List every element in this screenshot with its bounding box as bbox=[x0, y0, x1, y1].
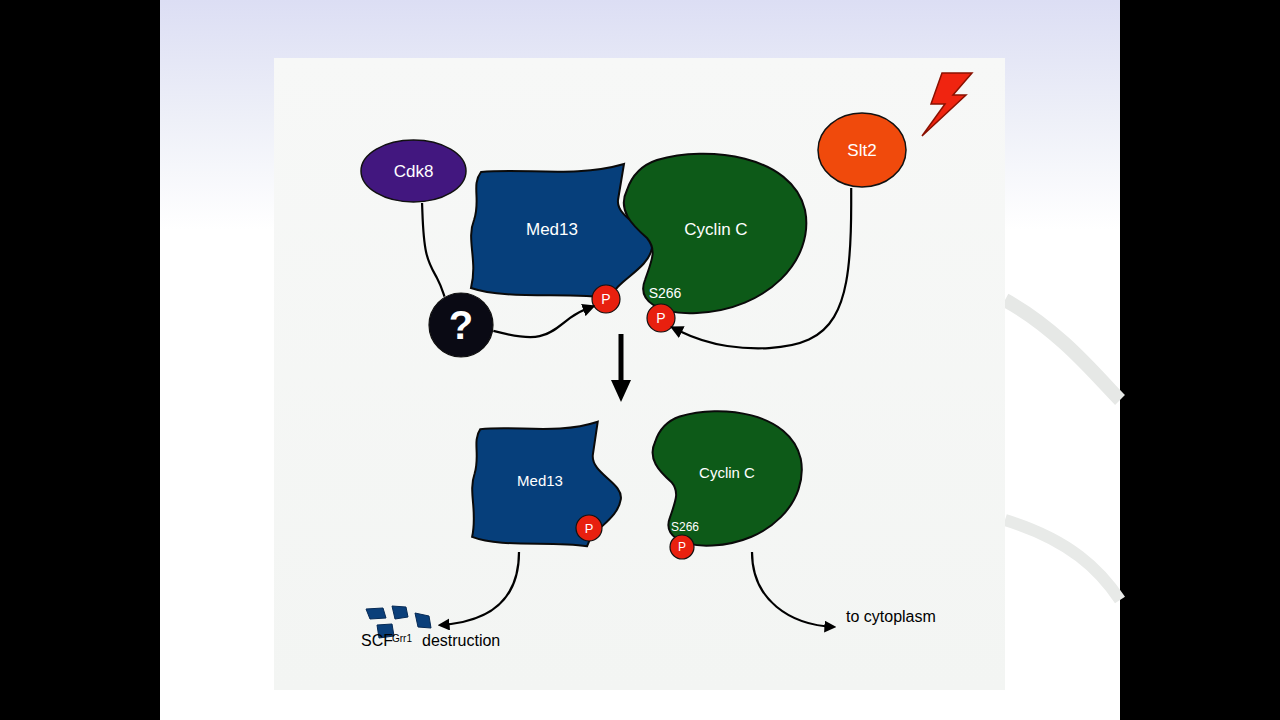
transition-arrow bbox=[619, 334, 624, 382]
protein-name: Cdk8 bbox=[360, 139, 467, 203]
kinase-ellipse: Cdk8 bbox=[360, 139, 467, 203]
protein-name: Cyclin C bbox=[677, 460, 777, 484]
phosphate-circle: P bbox=[646, 303, 676, 333]
phosphate-mark: P bbox=[575, 514, 603, 542]
mediator-subunit-shape bbox=[471, 164, 652, 298]
phosphate-circle: P bbox=[575, 514, 603, 542]
fate-label: to cytoplasm bbox=[846, 609, 936, 625]
connector-arrow bbox=[422, 203, 444, 297]
kinase-ellipse bbox=[361, 140, 466, 202]
unknown-factor-circle bbox=[429, 293, 493, 357]
kinase-ellipse: Slt2 bbox=[817, 112, 907, 188]
phosphate-mark: P bbox=[591, 284, 621, 314]
mediator-subunit-shape: Med13P bbox=[466, 160, 656, 300]
phosphate-mark: P bbox=[646, 303, 676, 333]
phosphate-circle bbox=[670, 535, 694, 559]
background-swoosh bbox=[1005, 520, 1120, 600]
phosphate-circle: P bbox=[669, 534, 695, 560]
transition-arrowhead bbox=[611, 380, 631, 402]
residue-label: S266 bbox=[642, 284, 688, 302]
degradation-arrow bbox=[440, 552, 519, 625]
protein-name: Slt2 bbox=[817, 112, 907, 188]
phosphate-mark: P bbox=[669, 534, 695, 560]
phosphate-circle bbox=[647, 304, 675, 332]
fate-label: destruction bbox=[422, 633, 500, 649]
mediator-subunit-shape bbox=[472, 422, 621, 546]
content-panel bbox=[274, 58, 1005, 690]
complex-subscript: Grr1 bbox=[392, 634, 412, 644]
phosphate-circle: P bbox=[591, 284, 621, 314]
cyclin-shape: Cyclin CS266P bbox=[647, 408, 804, 548]
cyclin-shape: Cyclin CS266P bbox=[617, 150, 809, 316]
connector-arrow bbox=[672, 188, 851, 348]
phosphate-circle bbox=[592, 285, 620, 313]
unknown-mark: ? bbox=[428, 292, 494, 358]
stress-bolt bbox=[922, 73, 972, 136]
mediator-subunit-shape: Med13P bbox=[468, 418, 624, 548]
kinase-ellipse bbox=[818, 113, 906, 187]
protein-name: Med13 bbox=[502, 215, 602, 243]
residue-label: S266 bbox=[664, 519, 706, 535]
background-swoosh bbox=[1005, 300, 1120, 400]
connector-arrow bbox=[493, 307, 593, 338]
cyclin-shape bbox=[624, 154, 807, 313]
slide-background bbox=[160, 0, 1120, 720]
export-arrow bbox=[752, 552, 834, 627]
protein-name: Cyclin C bbox=[661, 215, 771, 243]
protein-name: Med13 bbox=[495, 468, 585, 492]
unknown-factor-circle: ? bbox=[428, 292, 494, 358]
complex-name: SCF bbox=[361, 633, 393, 649]
phosphate-circle bbox=[576, 515, 602, 541]
cyclin-shape bbox=[653, 411, 802, 545]
